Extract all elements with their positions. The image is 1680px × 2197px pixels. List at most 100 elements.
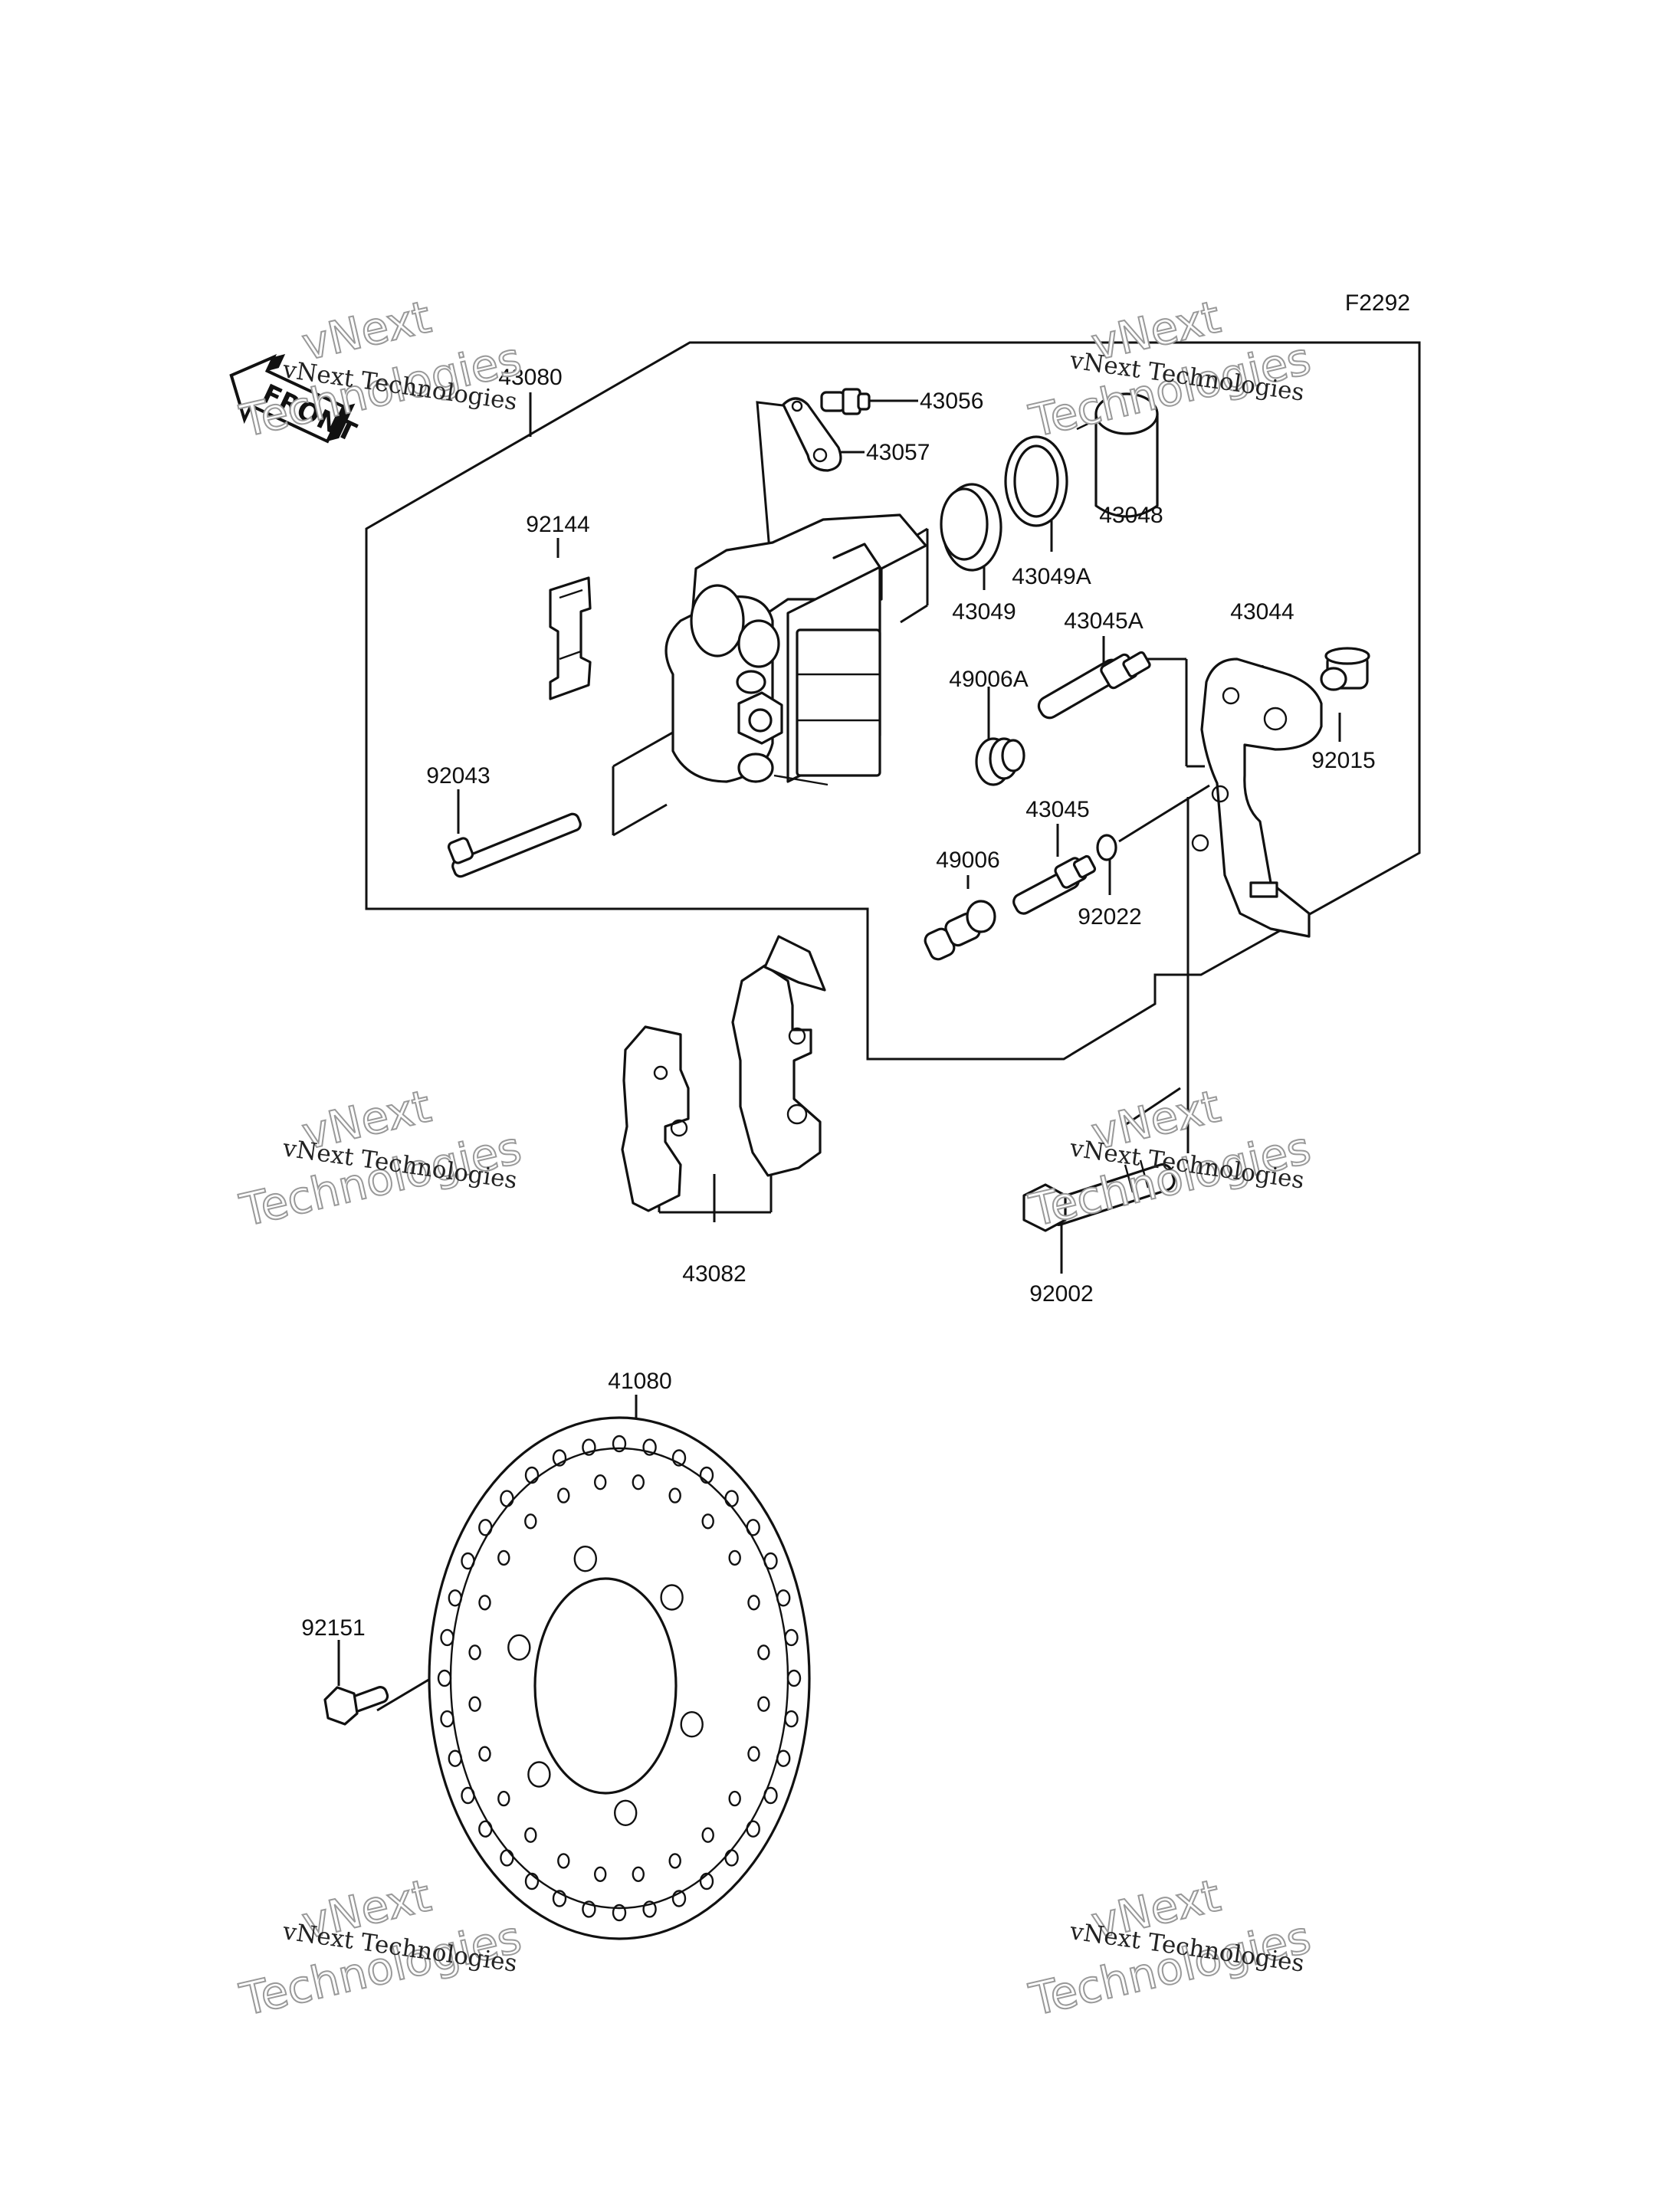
part-label-43044: 43044 xyxy=(1230,599,1294,625)
disc-hole xyxy=(728,1549,741,1566)
bleeder-cap-43057 xyxy=(782,397,842,472)
disc-hole xyxy=(763,1552,778,1570)
pad-spring-92144 xyxy=(549,576,592,700)
part-label-43080: 43080 xyxy=(498,365,562,390)
disc-hole xyxy=(757,1644,770,1661)
disc-mount-hole xyxy=(680,1710,704,1738)
part-label-43049: 43049 xyxy=(952,599,1016,625)
part-label-43048: 43048 xyxy=(1099,503,1163,528)
part-label-92043: 92043 xyxy=(426,763,490,789)
caliper-body xyxy=(664,513,927,786)
disc-hole xyxy=(786,1669,802,1687)
disc-hole xyxy=(701,1827,714,1843)
disc-hole xyxy=(552,1449,567,1467)
disc-hole xyxy=(776,1589,791,1607)
disc-hole xyxy=(747,1595,760,1611)
disc-hole xyxy=(632,1474,645,1490)
disc-hole xyxy=(612,1904,627,1922)
disc-hole xyxy=(468,1644,481,1661)
caliper-bracket-43044 xyxy=(1191,657,1323,938)
disc-hole xyxy=(642,1900,657,1918)
disc-hole xyxy=(784,1710,799,1728)
figure-code: F2292 xyxy=(1345,290,1410,316)
circlip-92022 xyxy=(1096,834,1117,861)
brake-pads-43082 xyxy=(621,935,826,1212)
part-label-92144: 92144 xyxy=(526,512,589,537)
disc-hole xyxy=(437,1669,452,1687)
disc-hole xyxy=(784,1628,799,1647)
disc-hole xyxy=(500,1490,514,1507)
boot-49006A xyxy=(975,737,1025,786)
pad-pin-92043 xyxy=(447,812,582,878)
watermark-top-left: vNext Technologies vNext Technologies xyxy=(235,290,527,448)
disc-bolt-92151 xyxy=(323,1686,389,1726)
disc-hole xyxy=(776,1749,791,1767)
part-label-43056: 43056 xyxy=(920,389,983,414)
disc-hole xyxy=(440,1710,454,1728)
disc-hole xyxy=(747,1746,760,1762)
disc-hole xyxy=(724,1849,739,1867)
part-label-43045A: 43045A xyxy=(1064,608,1143,634)
disc-hole xyxy=(671,1890,687,1907)
part-label-43082: 43082 xyxy=(682,1261,746,1287)
disc-hole xyxy=(632,1866,645,1883)
part-label-49006A: 49006A xyxy=(949,667,1028,692)
watermark-bottom-right: vNext Technologies vNext Technologies xyxy=(1024,1868,1316,2027)
brake-disc-41080 xyxy=(428,1416,811,1940)
disc-hole xyxy=(642,1438,657,1456)
disc-hole xyxy=(594,1474,607,1490)
disc-hole xyxy=(461,1786,475,1805)
disc-hole xyxy=(557,1487,570,1503)
disc-hole xyxy=(497,1790,510,1807)
watermark-top-right: vNext Technologies vNext Technologies xyxy=(1024,290,1316,448)
disc-hole xyxy=(448,1749,462,1767)
caliper-assembly-outline xyxy=(365,341,1421,1061)
bleeder-valve-43056 xyxy=(820,388,871,415)
watermark-bottom-left: vNext Technologies vNext Technologies xyxy=(235,1868,527,2027)
part-label-92151: 92151 xyxy=(301,1615,365,1641)
disc-hole xyxy=(594,1866,607,1883)
part-label-43045: 43045 xyxy=(1025,797,1089,822)
disc-hole xyxy=(524,1466,540,1484)
disc-hole xyxy=(746,1519,760,1536)
part-label-92002: 92002 xyxy=(1029,1281,1093,1307)
disc-hole xyxy=(699,1466,714,1484)
disc-hole xyxy=(668,1487,681,1503)
disc-hole xyxy=(440,1628,454,1647)
disc-hole xyxy=(478,1519,493,1536)
disc-hole xyxy=(757,1696,770,1712)
disc-hole xyxy=(557,1853,570,1869)
dust-seal-43049A xyxy=(1004,435,1068,527)
watermark-mid-left: vNext Technologies vNext Technologies xyxy=(235,1079,527,1238)
disc-hole xyxy=(448,1589,462,1607)
disc-hole xyxy=(763,1786,778,1805)
disc-hole xyxy=(582,1900,596,1918)
disc-hole xyxy=(671,1449,687,1467)
disc-hole xyxy=(478,1746,491,1762)
disc-hole xyxy=(582,1438,596,1456)
part-label-43049A: 43049A xyxy=(1012,564,1091,589)
disc-mount-hole xyxy=(507,1634,531,1661)
disc-hole xyxy=(497,1549,510,1566)
disc-hole xyxy=(612,1435,627,1453)
boot-49006 xyxy=(924,900,996,961)
disc-hole xyxy=(724,1490,739,1507)
disc-hole xyxy=(552,1890,567,1907)
disc-hole xyxy=(524,1827,537,1843)
disc-hole xyxy=(699,1872,714,1890)
disc-hole xyxy=(478,1820,493,1838)
part-label-41080: 41080 xyxy=(608,1369,671,1394)
disc-hole xyxy=(668,1853,681,1869)
bracket-bolt-92002 xyxy=(1022,1159,1176,1232)
disc-hole xyxy=(468,1696,481,1712)
disc-hole xyxy=(728,1790,741,1807)
watermark-mid-right: vNext Technologies vNext Technologies xyxy=(1024,1079,1316,1238)
piston-seal-43049 xyxy=(940,483,1002,572)
disc-mount-hole xyxy=(614,1799,638,1827)
collar-92015 xyxy=(1320,647,1370,691)
disc-hole xyxy=(746,1820,760,1838)
disc-hole xyxy=(701,1513,714,1530)
part-label-92015: 92015 xyxy=(1311,748,1375,773)
disc-hole xyxy=(478,1595,491,1611)
